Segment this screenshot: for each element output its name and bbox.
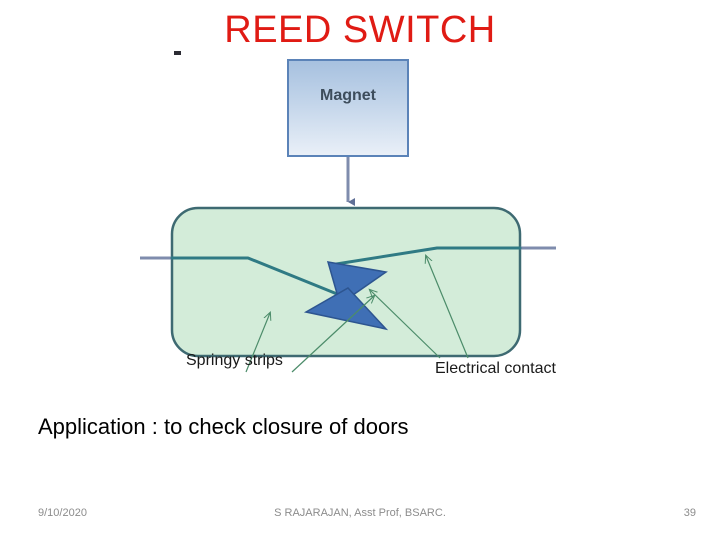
springy-strips-leader-right bbox=[291, 296, 374, 373]
footer-date: 9/10/2020 bbox=[38, 507, 87, 519]
page-title: REED SWITCH bbox=[224, 9, 496, 51]
application-text: Application : to check closure of doors bbox=[38, 414, 409, 439]
electrical-contact-leader-inner bbox=[370, 290, 441, 359]
footer-author: S RAJARAJAN, Asst Prof, BSARC. bbox=[274, 507, 446, 519]
springy-strips-label: Springy strips bbox=[186, 352, 283, 369]
lower-electrical-contact bbox=[303, 287, 389, 331]
reed-switch-diagram: Magnet Springy strips Electrical contact bbox=[0, 40, 720, 390]
lower-springy-strip bbox=[170, 256, 349, 300]
magnet-block: Magnet bbox=[287, 59, 409, 157]
upper-springy-strip bbox=[328, 246, 522, 267]
electrical-contact-leader-outer bbox=[426, 256, 469, 359]
magnet-label: Magnet bbox=[320, 87, 377, 104]
magnet-rect bbox=[287, 59, 409, 157]
springy-strips-leader-left bbox=[245, 313, 270, 373]
electrical-contact-label: Electrical contact bbox=[435, 360, 556, 377]
slide-footer: 9/10/2020 S RAJARAJAN, Asst Prof, BSARC.… bbox=[0, 505, 720, 527]
footer-page-number: 39 bbox=[683, 507, 696, 519]
speck-artifact bbox=[174, 51, 181, 55]
